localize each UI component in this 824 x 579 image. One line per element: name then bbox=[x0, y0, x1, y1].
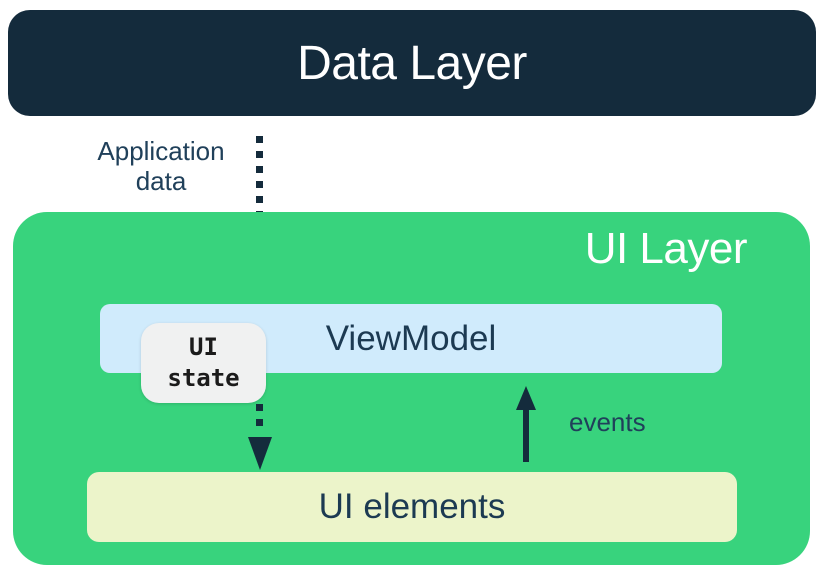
ui-state-arrow-line bbox=[256, 404, 263, 432]
ui-state-label-line1: UI bbox=[189, 333, 218, 361]
ui-state-label-line2: state bbox=[167, 364, 240, 392]
arrow-down-icon bbox=[248, 437, 272, 470]
arrow-up-icon bbox=[516, 386, 536, 410]
ui-state-chip: UI state bbox=[141, 323, 266, 403]
application-data-label: Application data bbox=[71, 136, 251, 196]
data-layer-label: Data Layer bbox=[297, 36, 527, 90]
data-layer-box: Data Layer bbox=[8, 10, 816, 116]
events-label: events bbox=[569, 407, 646, 437]
events-arrow-line bbox=[523, 402, 529, 462]
ui-elements-label: UI elements bbox=[318, 487, 506, 526]
application-data-label-line1: Application bbox=[97, 136, 225, 166]
ui-layer-label: UI Layer bbox=[584, 224, 748, 273]
ui-elements-box: UI elements bbox=[87, 472, 737, 542]
application-data-arrow-line bbox=[256, 136, 263, 263]
viewmodel-label: ViewModel bbox=[325, 318, 497, 358]
application-data-label-line2: data bbox=[135, 166, 187, 196]
